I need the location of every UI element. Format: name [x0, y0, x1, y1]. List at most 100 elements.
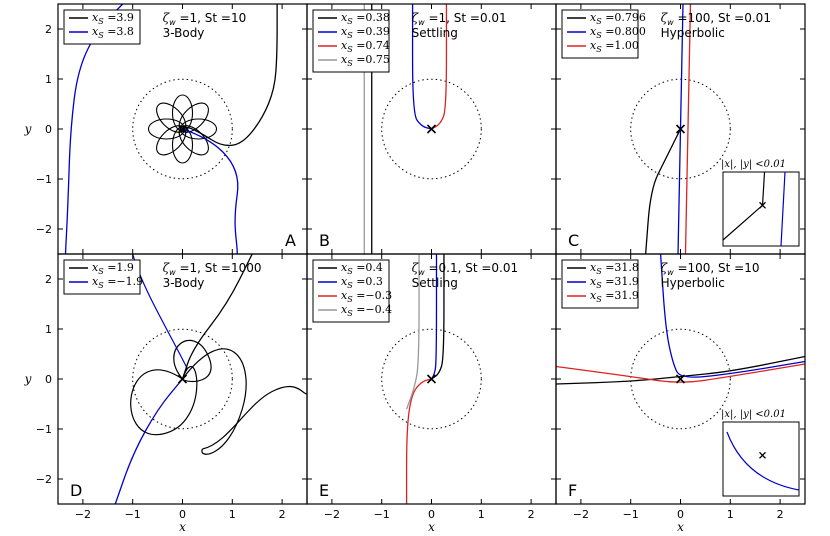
influence-circle	[630, 328, 731, 430]
series-line-1	[644, 128, 682, 254]
regime-name: Hyperbolic	[661, 276, 725, 290]
x-tick-label: 1	[229, 508, 236, 521]
origin-marker	[675, 374, 686, 384]
y-tick-label: −1	[36, 173, 52, 186]
x-axis-label: x	[677, 520, 684, 534]
y-tick-label: −2	[36, 223, 52, 236]
legend-box	[312, 259, 390, 323]
x-tick-label: 1	[478, 508, 485, 521]
legend-label: xS =31.9	[590, 275, 639, 290]
panel-letter: B	[319, 231, 330, 250]
series-path	[130, 365, 198, 436]
x-axis-label: x	[179, 520, 186, 534]
series-path	[173, 340, 212, 383]
x-tick-label: 2	[528, 508, 535, 521]
legend-label: xS =0.4	[341, 261, 383, 276]
series-line-2	[411, 4, 432, 130]
legend-label: xS =0.39	[341, 25, 390, 40]
origin-marker	[177, 124, 188, 134]
regime-parameters: ζw =100, St =10	[661, 261, 760, 277]
regime-parameters: ζw =1, St =10	[163, 11, 247, 27]
influence-circle	[630, 78, 731, 180]
inset-series-path	[722, 171, 766, 241]
regime-name: Settling	[412, 26, 458, 40]
y-tick-label: 0	[45, 123, 52, 136]
y-tick-label: −2	[36, 473, 52, 486]
inset-origin-marker	[759, 451, 766, 459]
orbit-loop	[147, 118, 186, 140]
x-tick-label: −1	[125, 508, 141, 521]
legend-label: xS =31.8	[590, 261, 639, 276]
x-tick-label: −2	[324, 508, 340, 521]
legend-label: xS =0.796	[590, 11, 646, 26]
legend-label: xS =−0.3	[341, 289, 392, 304]
regime-parameters: ζw =1, St =0.01	[412, 11, 507, 27]
legend-label: xS =−1.9	[92, 275, 143, 290]
y-tick-label: 2	[45, 273, 52, 286]
legend-box	[312, 9, 390, 73]
regime-parameters: ζw =100, St =0.01	[661, 11, 771, 27]
legend-label: xS =1.9	[92, 261, 134, 276]
origin-marker	[177, 374, 188, 384]
panel-letter: C	[568, 231, 579, 250]
inset-series-path	[780, 171, 786, 247]
y-tick-label: 2	[45, 23, 52, 36]
legend-label: xS =0.3	[341, 275, 383, 290]
series-line-1	[556, 355, 805, 385]
regime-name: 3-Body	[163, 276, 205, 290]
y-tick-label: −1	[36, 423, 52, 436]
panel-letter: E	[319, 481, 329, 500]
legend-label: xS =−0.4	[341, 303, 392, 318]
inset-box	[722, 421, 800, 497]
inset-label: |x|, |y| <0.01	[721, 159, 786, 170]
legend-label: xS =0.38	[341, 11, 390, 26]
influence-circle	[132, 78, 233, 180]
series-line-2	[677, 4, 684, 254]
series-line-3	[405, 378, 432, 504]
inset-label: |x|, |y| <0.01	[721, 409, 786, 420]
influence-circle	[381, 78, 482, 180]
y-axis-label: y	[24, 122, 32, 136]
y-axis-label: y	[24, 372, 32, 386]
x-tick-label: 2	[777, 508, 784, 521]
series-line-1	[182, 4, 278, 147]
series-path	[182, 128, 239, 254]
legend-label: xS =3.9	[92, 11, 134, 26]
y-tick-label: 0	[45, 373, 52, 386]
influence-circle	[381, 328, 482, 430]
inset-box	[722, 171, 800, 247]
legend-label: xS =1.00	[590, 39, 639, 54]
regime-parameters: ζw =0.1, St =0.01	[412, 261, 519, 277]
legend-box	[63, 9, 141, 45]
x-tick-label: 0	[677, 508, 684, 521]
legend-label: xS =0.75	[341, 53, 390, 68]
panel-letter: F	[568, 481, 577, 500]
x-tick-label: −1	[623, 508, 639, 521]
legend-label: xS =0.800	[590, 25, 646, 40]
series-line-3	[684, 4, 692, 254]
legend-box	[63, 259, 141, 295]
regime-name: Settling	[412, 276, 458, 290]
x-tick-label: 0	[179, 508, 186, 521]
origin-marker	[426, 374, 437, 384]
inset-series-path	[726, 431, 800, 491]
series-line-3	[556, 363, 805, 383]
x-tick-label: 1	[727, 508, 734, 521]
x-tick-label: −2	[75, 508, 91, 521]
orbit-loop	[171, 126, 194, 164]
regime-parameters: ζw =1, St =1000	[163, 261, 262, 277]
orbit-loop	[171, 94, 194, 132]
series-path	[182, 348, 247, 455]
legend-label: xS =3.8	[92, 25, 134, 40]
x-tick-label: 2	[279, 508, 286, 521]
series-line-1	[431, 254, 445, 380]
panel-letter: D	[70, 481, 82, 500]
x-tick-label: 0	[428, 508, 435, 521]
x-tick-label: −1	[374, 508, 390, 521]
series-line-2	[659, 254, 805, 378]
legend-label: xS =31.9	[590, 289, 639, 304]
influence-circle	[132, 328, 233, 430]
x-tick-label: −2	[573, 508, 589, 521]
x-axis-label: x	[428, 520, 435, 534]
